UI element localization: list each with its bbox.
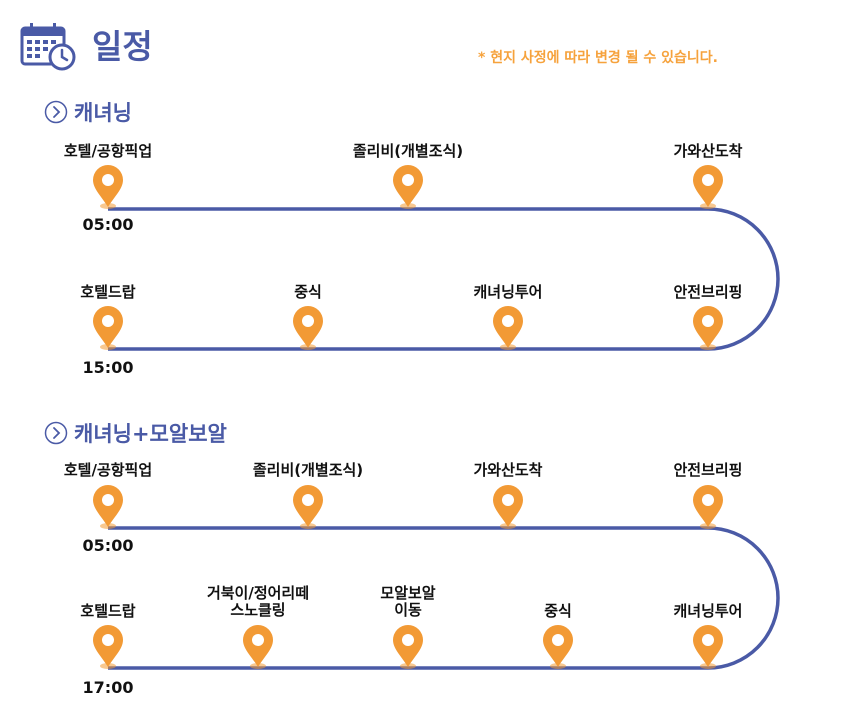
map-pin-icon [493, 485, 523, 529]
start-time: 05:00 [82, 536, 134, 555]
section-title: 캐녀닝+모알보알 [74, 422, 227, 446]
stop-label: 호텔/공항픽업 [63, 142, 153, 160]
map-pin-icon [393, 625, 423, 669]
map-pin-icon [93, 165, 123, 209]
stop-label: 호텔드랍 [80, 283, 136, 301]
stop-label: 거북이/정어리떼 스노클링 [206, 584, 310, 619]
stop-label: 가와산도착 [473, 461, 543, 479]
stop-label: 가와산도착 [673, 142, 743, 160]
map-pin-icon [693, 485, 723, 529]
section-header-canyoning: 캐녀닝 [44, 97, 132, 127]
stop-label: 모알보알 이동 [380, 584, 436, 619]
map-pin-icon [693, 165, 723, 209]
calendar-clock-icon [20, 23, 76, 71]
stop-label: 안전브리핑 [673, 461, 743, 479]
stop-label: 안전브리핑 [673, 283, 743, 301]
map-pin-icon [93, 306, 123, 350]
notice-text: * 현지 사정에 따라 변경 될 수 있습니다. [478, 50, 718, 66]
map-pin-icon [693, 306, 723, 350]
map-pin-icon [293, 485, 323, 529]
section-header-canyoning-moalboal: 캐녀닝+모알보알 [44, 418, 227, 448]
end-time: 17:00 [82, 678, 134, 697]
map-pin-icon [93, 625, 123, 669]
map-pin-icon [693, 625, 723, 669]
map-pin-icon [393, 165, 423, 209]
stop-label: 중식 [544, 602, 572, 620]
map-pin-icon [243, 625, 273, 669]
map-pin-icon [93, 485, 123, 529]
page-title: 일정 [92, 27, 153, 66]
stop-label: 졸리비(개별조식) [252, 461, 364, 479]
chevron-right-icon [44, 100, 68, 124]
stop-label: 중식 [294, 283, 322, 301]
end-time: 15:00 [82, 358, 134, 377]
stop-label: 캐녀닝투어 [673, 602, 743, 620]
stop-label: 졸리비(개별조식) [352, 142, 464, 160]
stop-label: 캐녀닝투어 [473, 283, 543, 301]
chevron-right-icon [44, 421, 68, 445]
start-time: 05:00 [82, 215, 134, 234]
stop-label: 호텔/공항픽업 [63, 461, 153, 479]
map-pin-icon [543, 625, 573, 669]
stop-label: 호텔드랍 [80, 602, 136, 620]
section-title: 캐녀닝 [74, 101, 132, 125]
map-pin-icon [293, 306, 323, 350]
map-pin-icon [493, 306, 523, 350]
